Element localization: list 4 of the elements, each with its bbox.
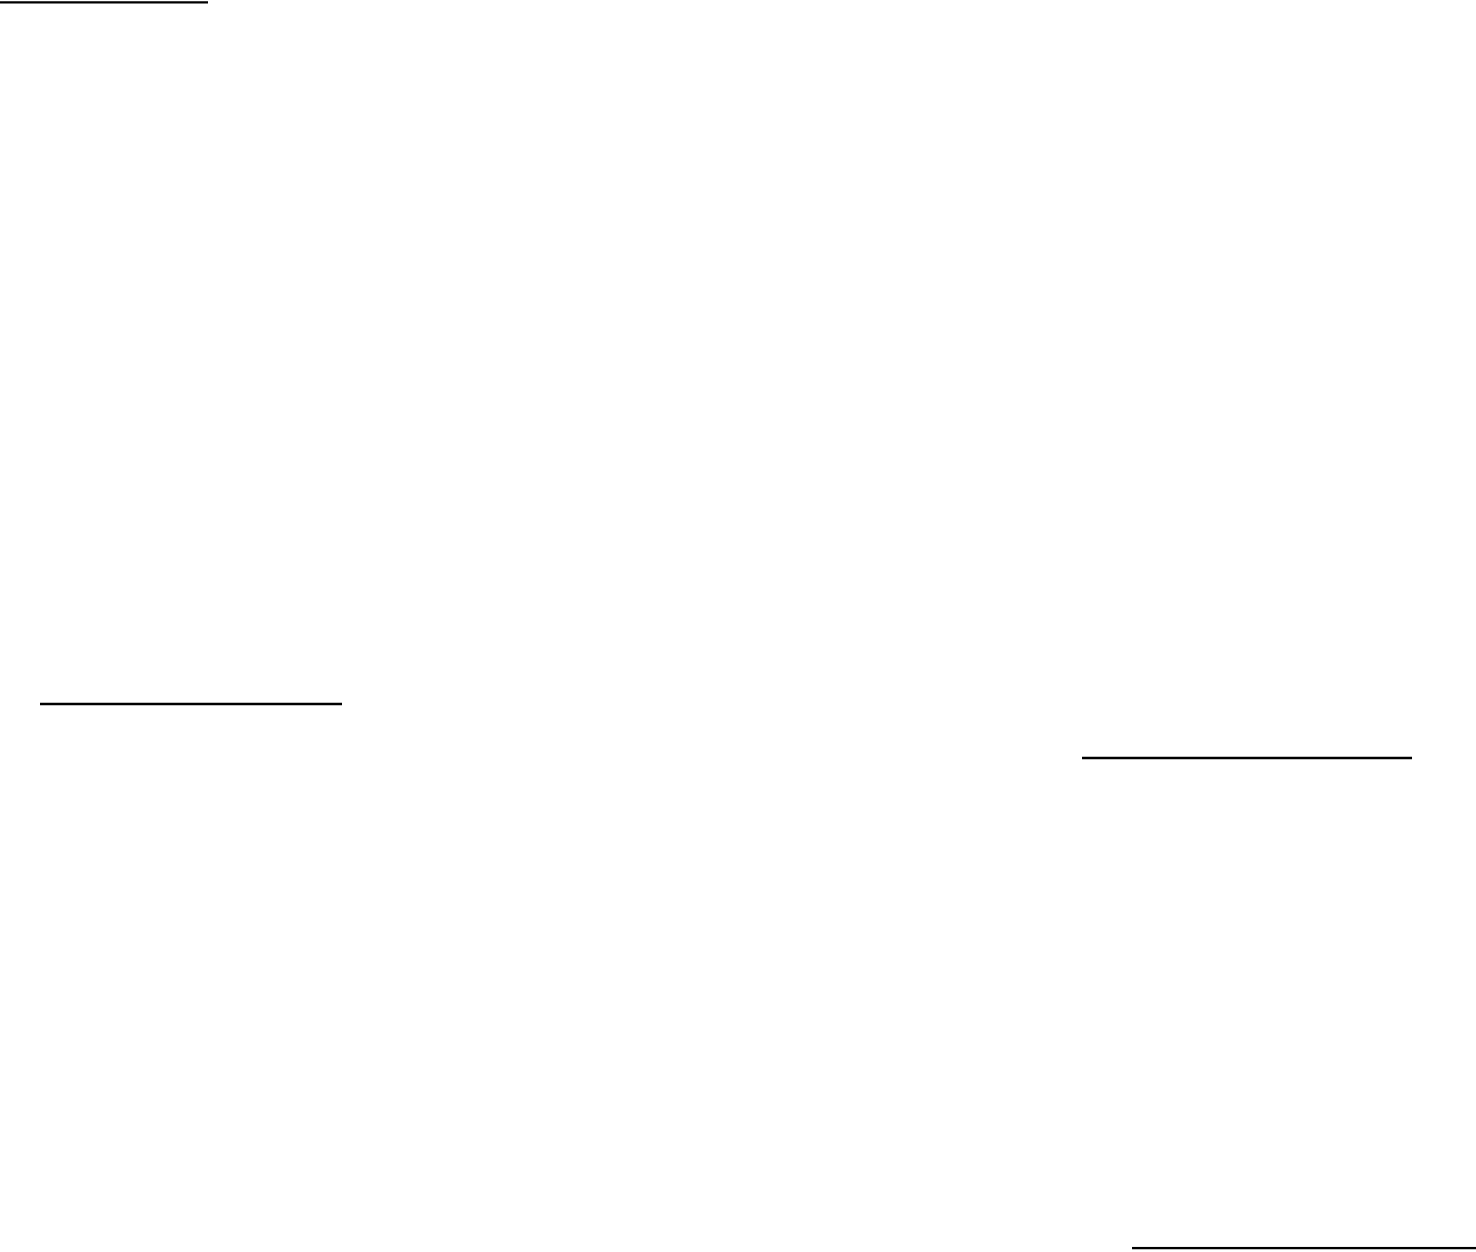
fill-in-line <box>40 702 342 706</box>
fill-in-line <box>1132 1246 1476 1250</box>
fill-in-line <box>1082 756 1412 760</box>
fill-in-line <box>0 1 208 4</box>
